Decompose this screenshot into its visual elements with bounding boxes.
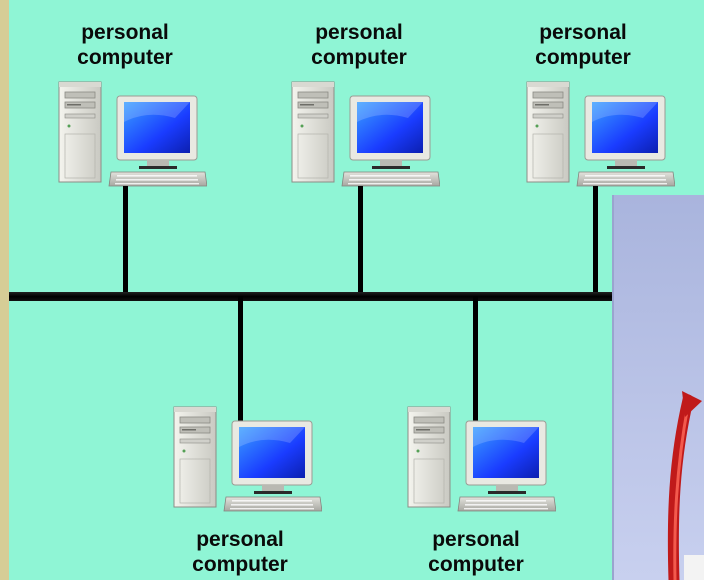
network-cable [238,296,243,428]
network-bus-line [9,292,621,301]
overlay-panel [612,195,704,580]
network-cable [593,186,598,296]
desktop-computer-icon [280,78,440,188]
network-cable [358,186,363,296]
network-cable [473,296,478,428]
desktop-computer-icon [396,403,556,513]
desktop-computer-icon [47,78,207,188]
desktop-computer-icon [162,403,322,513]
network-cable [123,186,128,296]
desktop-computer-icon [515,78,675,188]
